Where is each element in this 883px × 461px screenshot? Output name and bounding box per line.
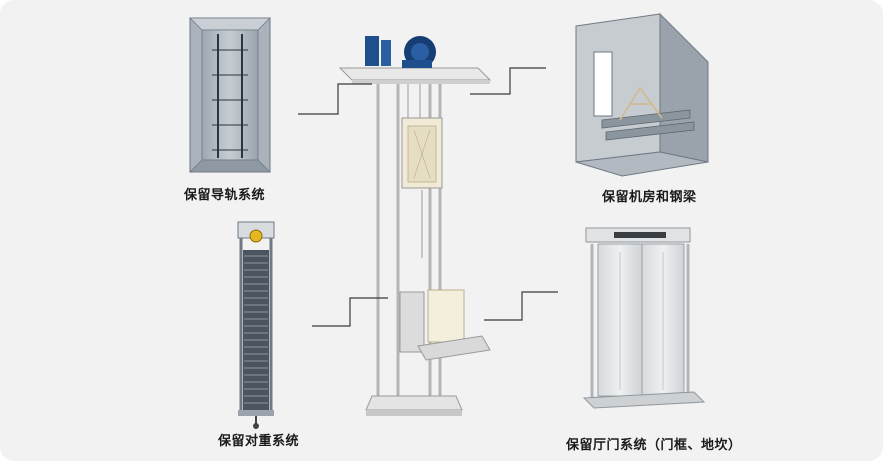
caption-counterweight: 保留对重系统 (218, 434, 300, 449)
counterweight-illustration (237, 221, 275, 429)
landing-door-illustration (582, 227, 706, 409)
elevator-shaft-illustration (338, 36, 492, 416)
leader-line-landing-door (484, 291, 558, 321)
caption-machine-room: 保留机房和钢梁 (602, 190, 697, 205)
traction-machine-icon (365, 36, 436, 68)
leader-line-counterweight (312, 297, 388, 327)
caption-guide-rail: 保留导轨系统 (184, 188, 266, 203)
caption-landing-door: 保留厅门系统（门框、地坎） (566, 438, 742, 453)
leader-line-machine-room (470, 67, 546, 95)
leader-lines (298, 67, 558, 327)
leader-line-guide-rail (298, 83, 372, 115)
guide-rail-shaft-illustration (189, 17, 271, 173)
machine-room-illustration (575, 12, 709, 177)
